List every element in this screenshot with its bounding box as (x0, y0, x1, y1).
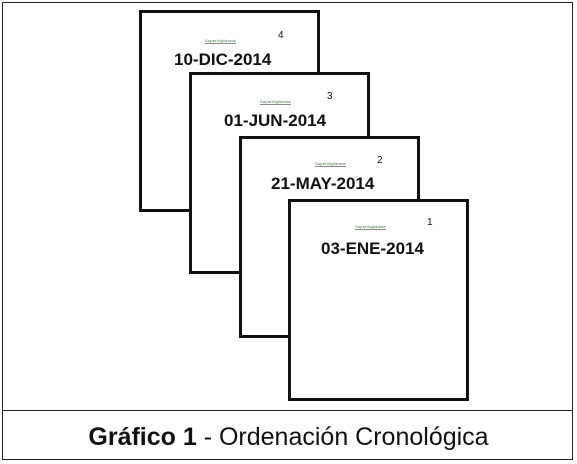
figure-caption: Gráfico 1 - Ordenación Cronológica (0, 422, 577, 452)
supervigilancia-logo: SuperVigilancia (355, 224, 386, 230)
caption-label: Gráfico 1 (88, 423, 197, 451)
supervigilancia-logo: SuperVigilancia (205, 38, 236, 44)
supervigilancia-logo: SuperVigilancia (260, 99, 291, 105)
caption-text: - Ordenación Cronológica (196, 423, 489, 451)
page-date: 10-DIC-2014 (174, 50, 272, 69)
page-order-number: 4 (278, 30, 284, 41)
page-date: 01-JUN-2014 (224, 111, 327, 130)
page-date: 03-ENE-2014 (321, 239, 425, 258)
document-page-1: SuperVigilancia 1 03-ENE-2014 (288, 199, 469, 401)
page-order-number: 1 (427, 217, 433, 228)
figure-frame (2, 2, 573, 460)
caption-divider (3, 410, 572, 411)
supervigilancia-logo: SuperVigilancia (315, 161, 346, 167)
page-date: 21-MAY-2014 (271, 174, 375, 193)
page-order-number: 2 (377, 155, 383, 166)
page-order-number: 3 (327, 91, 333, 102)
